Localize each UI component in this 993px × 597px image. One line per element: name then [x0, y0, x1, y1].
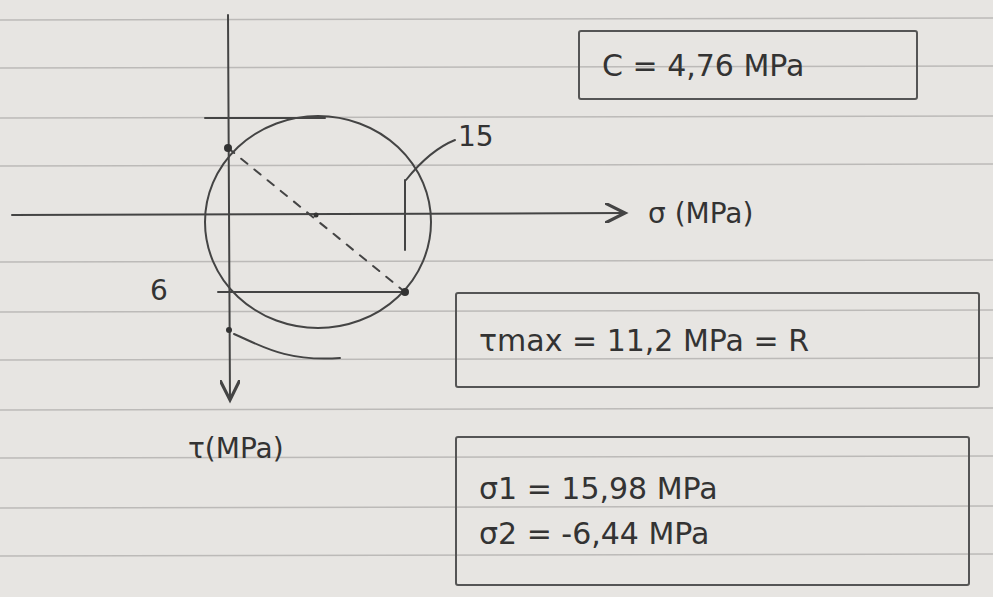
stress-point	[226, 327, 232, 333]
tick-line	[205, 117, 325, 119]
stress-point	[401, 288, 409, 296]
result-text: σ2 = -6,44 MPa	[479, 511, 946, 556]
tick-line	[404, 180, 406, 250]
ruled-lines	[0, 18, 993, 556]
result-text: C = 4,76 MPa	[602, 43, 894, 88]
result-text: τmax = 11,2 MPa = R	[479, 318, 956, 363]
answer-box: σ1 = 15,98 MPaσ2 = -6,44 MPa	[455, 436, 970, 586]
tick-line	[218, 291, 405, 293]
leader-line	[234, 334, 340, 359]
answer-box: τmax = 11,2 MPa = R	[455, 292, 980, 388]
mohr-circle	[205, 116, 431, 328]
sigma-axis	[12, 213, 625, 215]
leader-line	[406, 140, 455, 180]
result-text: σ1 = 15,98 MPa	[479, 466, 946, 511]
answer-box: C = 4,76 MPa	[578, 30, 918, 100]
stress-point	[224, 144, 232, 152]
tau-axis	[228, 15, 230, 400]
value-label: 15	[458, 120, 494, 153]
axis-label: τ(MPa)	[188, 432, 284, 465]
center-point	[314, 213, 319, 218]
axis-label: σ (MPa)	[648, 197, 753, 230]
value-label: 6	[150, 274, 168, 307]
diameter-line	[228, 148, 405, 292]
